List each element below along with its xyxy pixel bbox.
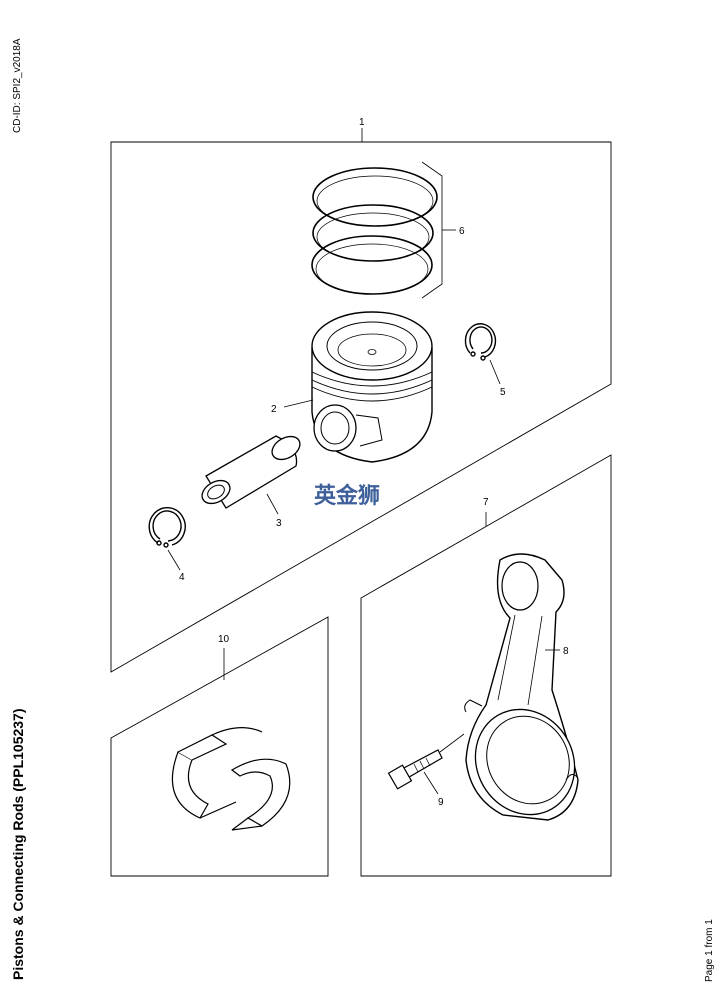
circlip-left xyxy=(148,506,186,571)
connecting-rod xyxy=(464,553,579,821)
piston-rings xyxy=(311,161,456,299)
rod-bolt xyxy=(387,733,465,795)
group-frame-10 xyxy=(110,616,329,877)
callout-1: 1 xyxy=(359,117,365,128)
piston-pin xyxy=(201,435,301,515)
watermark-text: 英金狮 xyxy=(314,483,380,509)
group-frame-1 xyxy=(110,141,612,673)
circlip-right xyxy=(464,323,501,385)
callout-10: 10 xyxy=(218,634,230,645)
callout-2: 2 xyxy=(271,404,277,415)
bearing-shells xyxy=(171,727,291,831)
callout-8: 8 xyxy=(563,646,569,657)
callout-6: 6 xyxy=(459,226,465,237)
callout-7: 7 xyxy=(483,497,489,508)
callout-9: 9 xyxy=(438,797,444,808)
callout-4: 4 xyxy=(179,572,185,583)
callout-5: 5 xyxy=(500,387,506,398)
group-frame-7 xyxy=(360,454,612,877)
callout-3: 3 xyxy=(276,518,282,529)
piston xyxy=(283,311,433,463)
